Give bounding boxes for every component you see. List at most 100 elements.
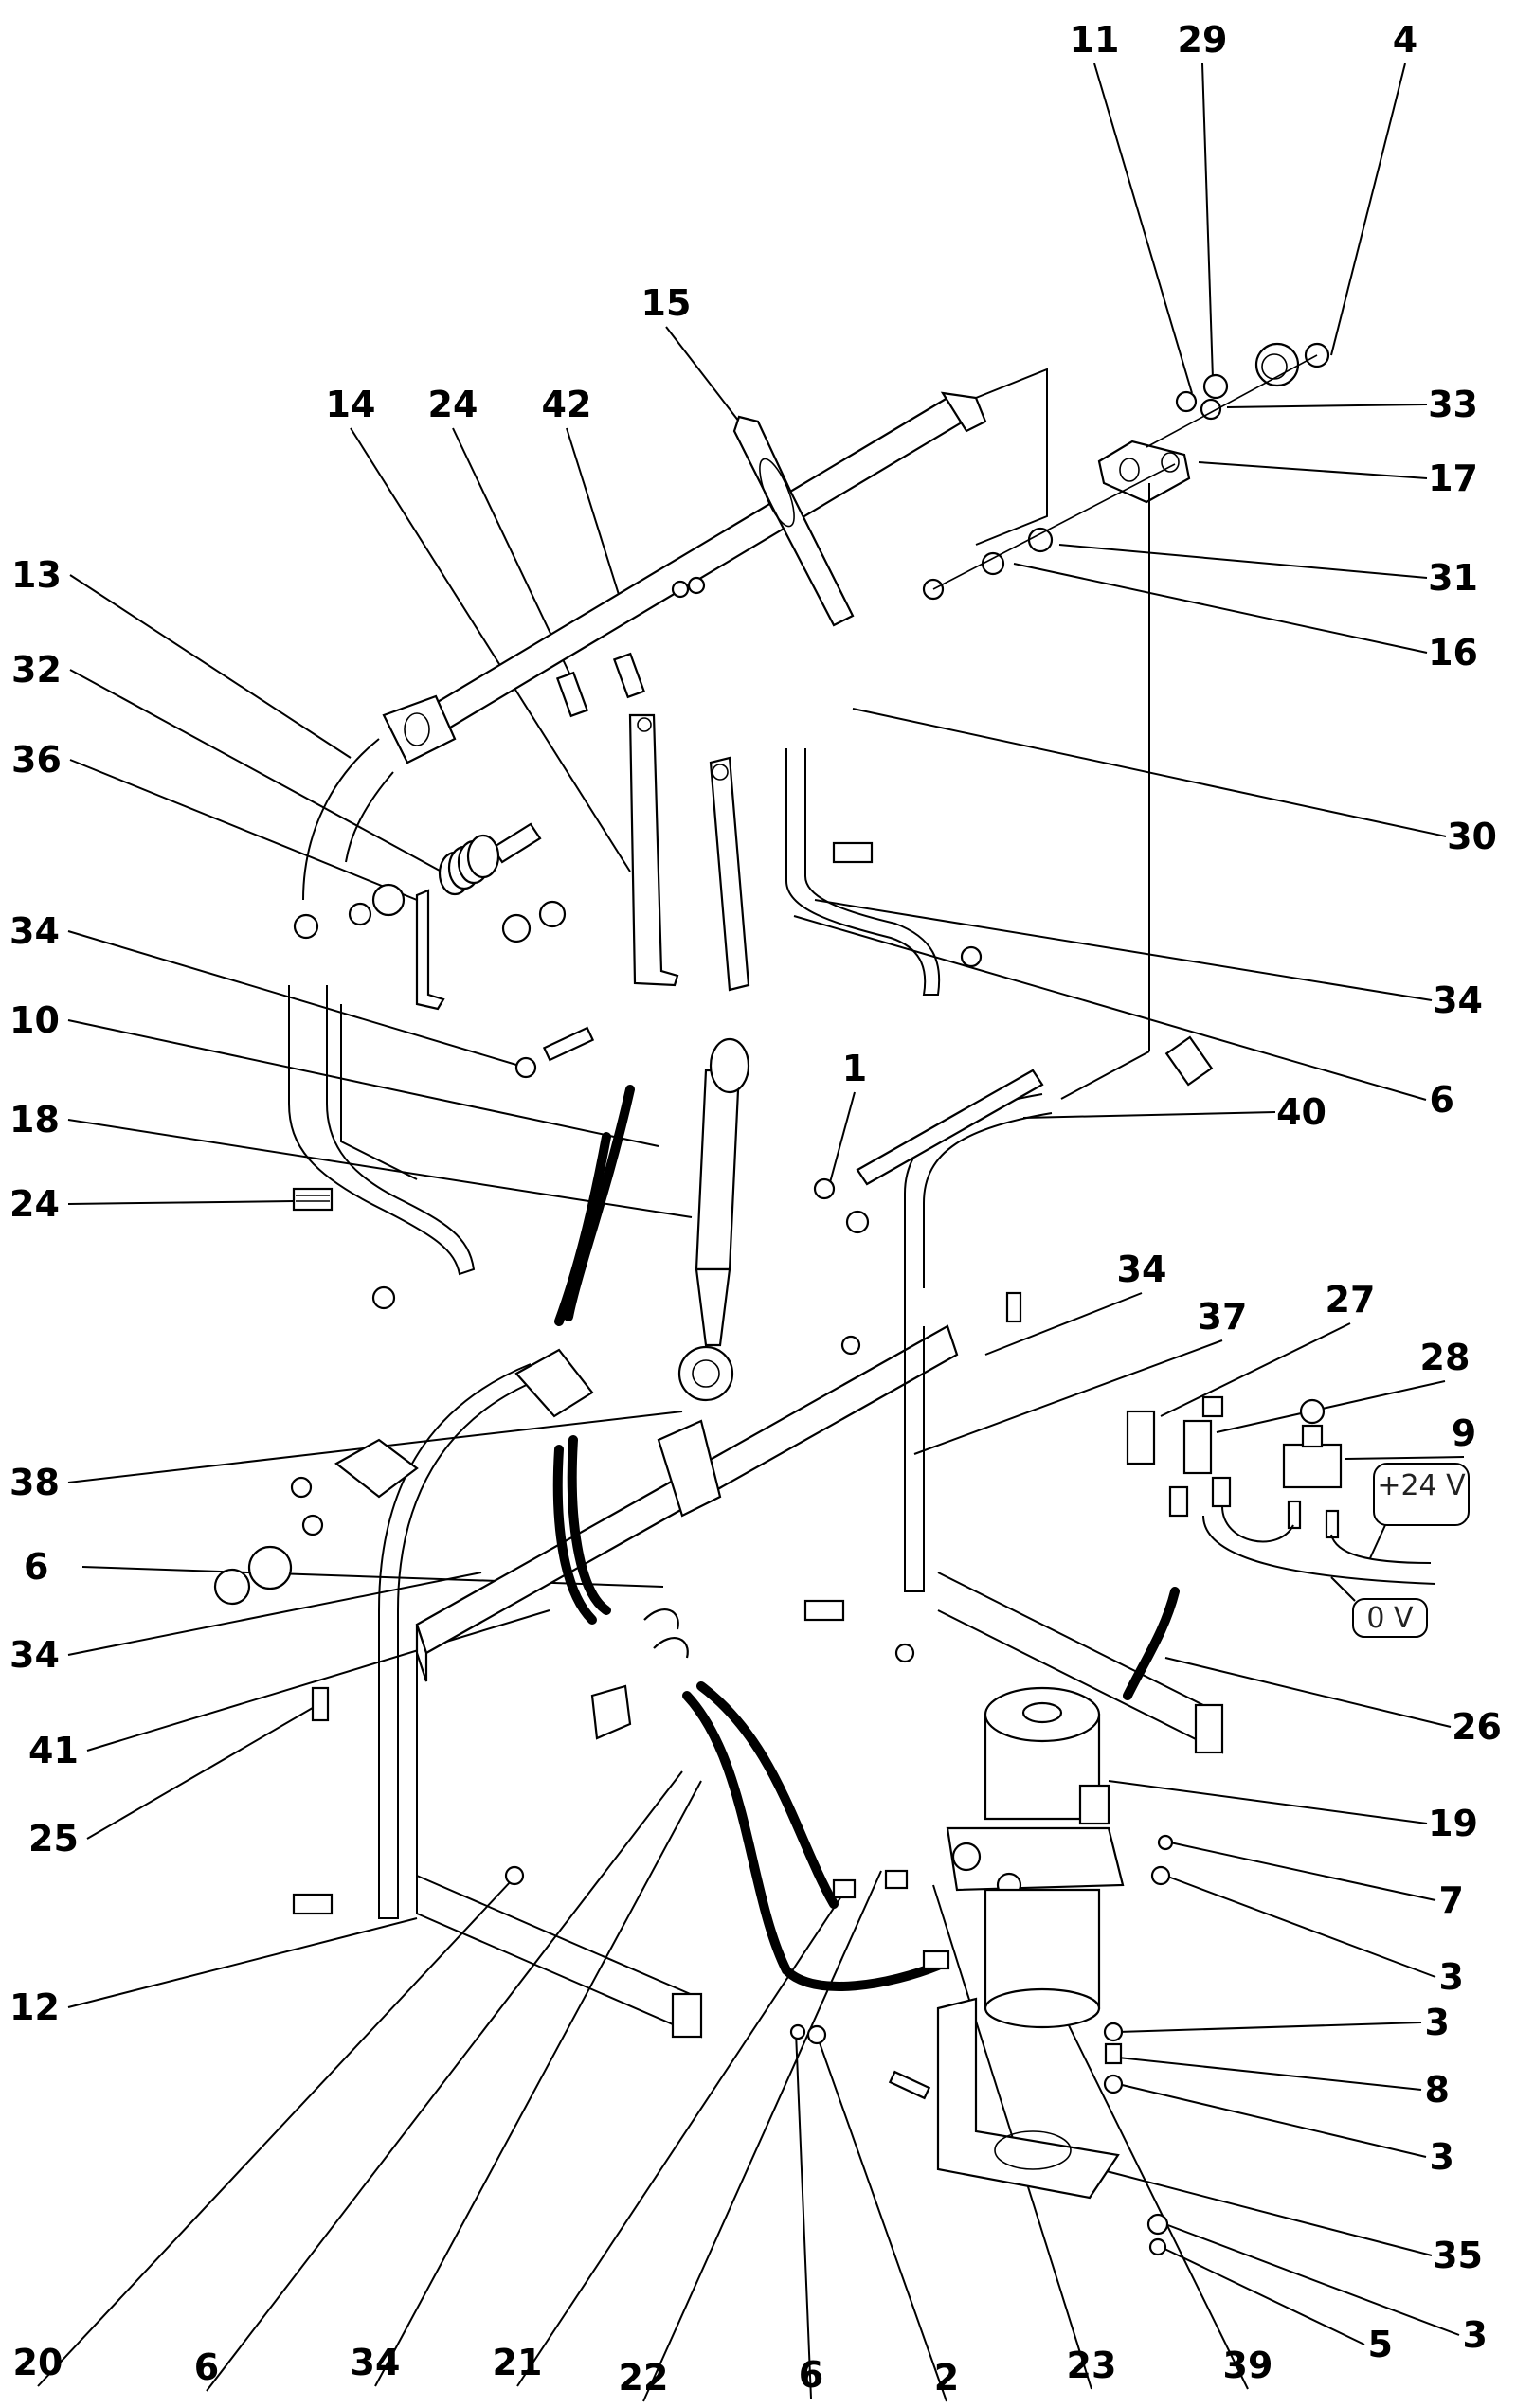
axis-line-a [1146, 354, 1318, 448]
callout-8: 8 [1425, 2069, 1450, 2111]
callout-34: 34 [1117, 1249, 1167, 1290]
washer-33 [1200, 398, 1222, 421]
left-frame-curve [378, 1363, 532, 1611]
connector-28 [1182, 1419, 1213, 1475]
cylinder-bottom-hole [692, 1359, 720, 1388]
washer-16 [981, 551, 1005, 576]
cap-36 [293, 913, 319, 940]
callout-38: 38 [9, 1462, 60, 1503]
leader-line-37 [913, 1339, 1223, 1455]
washer-3d [1146, 2213, 1169, 2236]
callout-34: 34 [1433, 979, 1483, 1021]
pin-30-shaft [491, 822, 542, 864]
bolt-left-pedal [371, 1285, 396, 1310]
left-pedal-assembly [288, 822, 567, 1310]
leader-line-25 [86, 1704, 318, 1840]
right-shaft-hardware [922, 342, 1330, 1100]
callout-5: 5 [1368, 2324, 1393, 2365]
callout-34: 34 [351, 2342, 401, 2383]
callout-37: 37 [1198, 1296, 1248, 1338]
washer-36 [371, 883, 406, 917]
callout-21: 21 [493, 2342, 543, 2383]
leader-line-22 [642, 1870, 882, 2402]
clip-42 [671, 580, 690, 599]
terminal-b [1211, 1476, 1232, 1508]
main-frame [213, 1288, 1224, 2039]
wire-0v [1202, 1515, 1436, 1585]
callout-2: 2 [934, 2357, 959, 2399]
leader-line-6 [793, 915, 1427, 1101]
leader-line-34 [67, 1572, 482, 1656]
tank-bottom [984, 1987, 1101, 2029]
link-14-hole [637, 717, 652, 732]
wire-1 [1221, 1505, 1294, 1543]
bracket-13 [382, 694, 457, 764]
pedal-bracket-outline [975, 368, 1048, 546]
leader-line-15 [665, 326, 740, 422]
hoses [552, 1085, 1180, 1991]
callout-25: 25 [28, 1818, 79, 1860]
callout-30: 30 [1447, 816, 1497, 857]
leader-line-32 [69, 669, 451, 877]
leader-line-34 [814, 899, 1433, 1001]
leader-line-31 [1058, 544, 1428, 579]
washer-2 [806, 2024, 827, 2045]
left-frame-curve-inner [397, 1382, 532, 1611]
flange-left [334, 1438, 419, 1499]
cylinder-top-eye [709, 1037, 750, 1094]
arm-slot [759, 458, 795, 528]
frame-curve-left-inner [345, 771, 394, 863]
pedal-18-inner [340, 1004, 418, 1180]
bottom-rail [416, 1875, 702, 2039]
leader-line-4 [1330, 63, 1406, 356]
cylinder-bottom-eye [677, 1345, 734, 1402]
callout-40: 40 [1276, 1091, 1326, 1133]
voltage-tag-0v: 0 V [1330, 1576, 1428, 1638]
clip-42b [687, 576, 706, 595]
leader-line-1 [828, 1091, 856, 1187]
callout-42: 42 [542, 384, 592, 425]
nut-center [501, 913, 532, 943]
leader-line-27 [1160, 1322, 1351, 1417]
washer-3c [1103, 2074, 1124, 2094]
bolt-1b [845, 1210, 870, 1234]
leader-line-3 [1164, 2223, 1460, 2336]
pump-fitting-a [951, 1842, 982, 1872]
leader-line-12 [67, 1917, 418, 2008]
link-right [709, 756, 750, 992]
actuator-cylinder [695, 1069, 741, 1271]
leader-line-6 [206, 1770, 683, 2392]
hose-lower-b [552, 1445, 597, 1625]
cylinder-rod [695, 1267, 731, 1347]
washer-3a [1150, 1865, 1171, 1886]
bolt-frame-a [894, 1643, 915, 1663]
callout-22: 22 [619, 2357, 669, 2399]
bracket-20 [590, 1684, 632, 1740]
voltage-tag-24v: +24 V [1369, 1463, 1470, 1559]
cross-beam-end [415, 1624, 428, 1682]
callout-11: 11 [1070, 19, 1120, 61]
pad-25b [311, 1686, 330, 1722]
callout-41: 41 [28, 1730, 79, 1771]
axis-line-b [932, 463, 1176, 590]
callout-17: 17 [1428, 458, 1478, 499]
callout-32: 32 [11, 649, 62, 691]
hose-lower-a [567, 1435, 611, 1615]
pump-motor-unit [789, 1686, 1174, 2256]
pedal-18-outline [288, 985, 476, 1276]
pad-25 [292, 1893, 334, 1915]
lever-36 [415, 889, 445, 1011]
switch-9-knob [1301, 1424, 1324, 1448]
callout-39: 39 [1223, 2345, 1273, 2386]
callout-19: 19 [1428, 1803, 1478, 1844]
guide-to-pad [1060, 1051, 1150, 1100]
callout-13: 13 [11, 554, 62, 596]
nut-11 [1175, 390, 1198, 413]
callout-3: 3 [1430, 2136, 1454, 2178]
left-leg [378, 1610, 399, 1919]
bushing-31 [1027, 527, 1054, 553]
clip-27 [1201, 1395, 1224, 1418]
motor-top-cap [1021, 1701, 1063, 1724]
voltage-label-24v: +24 V [1377, 1469, 1466, 1502]
